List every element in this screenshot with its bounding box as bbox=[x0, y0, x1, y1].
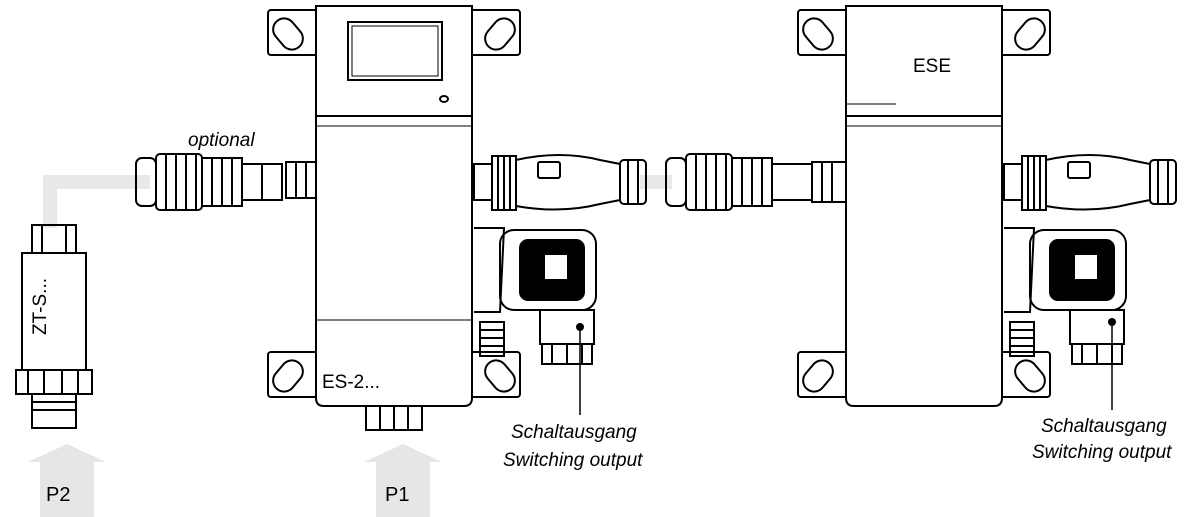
output-left-en: Switching output bbox=[503, 450, 643, 471]
pressure-line bbox=[43, 175, 150, 228]
es2-unit bbox=[267, 5, 521, 431]
output-right-en: Switching output bbox=[1032, 442, 1172, 463]
output-left-de: Schaltausgang bbox=[511, 422, 637, 443]
ese-solenoid-plug bbox=[1004, 227, 1127, 410]
ese-label: ESE bbox=[913, 56, 952, 77]
p1-arrow bbox=[364, 444, 442, 478]
output-right-de: Schaltausgang bbox=[1041, 416, 1167, 437]
p1-arrow-stem bbox=[376, 478, 430, 517]
p1-label: P1 bbox=[385, 484, 410, 506]
p2-arrow bbox=[28, 444, 106, 478]
zt-sensor-label: ZT-S... bbox=[30, 278, 51, 335]
es2-label: ES-2... bbox=[322, 372, 381, 393]
optional-connector bbox=[135, 153, 283, 211]
optional-label: optional bbox=[188, 130, 255, 151]
p2-arrow-stem bbox=[40, 478, 94, 517]
ese-input-connector bbox=[665, 153, 847, 211]
ese-unit bbox=[797, 5, 1051, 407]
es2-solenoid-plug bbox=[474, 227, 597, 415]
zt-sensor bbox=[15, 224, 93, 429]
es2-output-connector bbox=[473, 154, 647, 211]
ese-output-connector bbox=[1003, 154, 1177, 211]
p2-label: P2 bbox=[46, 484, 71, 506]
